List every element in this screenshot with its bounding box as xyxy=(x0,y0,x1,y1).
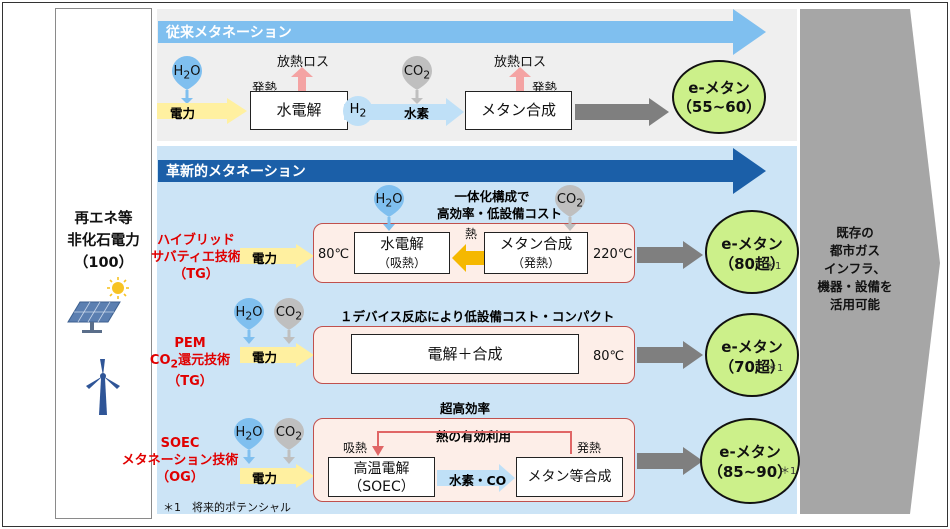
output-arrow-soec xyxy=(637,447,703,475)
soec-power-arrow xyxy=(240,464,314,488)
infra-line-1: 既存の xyxy=(836,225,874,240)
methane-synthesis-box: メタン合成 xyxy=(465,91,572,130)
source-line-1: 再エネ等 xyxy=(74,211,133,227)
soec-methane-box: メタン等合成 xyxy=(516,457,623,497)
hybrid-methane-box: メタン合成 （発熱） xyxy=(484,232,588,274)
wind-turbine-icon xyxy=(86,359,120,415)
pem-note: １デバイス反応により低設備コスト・コンパクト xyxy=(340,309,615,324)
pem-temp: 80℃ xyxy=(593,349,625,364)
conventional-band-label: 従来メタネーション xyxy=(166,25,292,41)
output-arrow-1 xyxy=(575,98,669,126)
innovative-band-label: 革新的メタネーション xyxy=(166,164,306,180)
result-circle-conventional: e-メタン （55~60） xyxy=(672,60,766,134)
soec-footnote-mark: ＊1 xyxy=(780,466,797,477)
hydrogen-arrow xyxy=(344,98,464,126)
power-arrow xyxy=(157,98,247,124)
hybrid-power-label: 電力 xyxy=(252,251,278,266)
infra-line-5: 活用可能 xyxy=(829,297,880,312)
soec-power-label: 電力 xyxy=(252,471,278,486)
heat-loss-arrow-1 xyxy=(291,67,313,91)
innovative-band-arrow xyxy=(158,148,766,194)
pem-power-arrow xyxy=(240,343,314,367)
soec-absorb-label: 吸熱 xyxy=(343,441,368,455)
hydrogen-co-label: 水素・CO xyxy=(449,473,507,488)
pem-co2-drop-icon xyxy=(274,298,304,344)
pem-process-inner: 電解＋合成 xyxy=(351,334,579,374)
soec-tech-label: SOEC メタネーション技術 （OG） xyxy=(121,436,239,485)
pem-water-drop-icon xyxy=(234,298,264,344)
footnote: ＊1 将来的ポテンシャル xyxy=(163,501,291,514)
soec-electrolysis-box: 高温電解 （SOEC） xyxy=(328,457,435,497)
infrastructure-arrow xyxy=(800,9,940,514)
hybrid-note: 一体化構成で 高効率・低設備コスト xyxy=(437,189,563,221)
solar-panel-icon xyxy=(67,277,129,333)
hybrid-co2-drop-icon xyxy=(555,185,585,231)
power-label: 電力 xyxy=(170,106,196,121)
source-line-3: （100） xyxy=(73,255,134,271)
soec-water-drop-icon xyxy=(234,418,264,464)
electrolysis-box: 水電解 xyxy=(250,91,348,130)
result-circle-soec: e-メタン （85~90） xyxy=(700,418,800,504)
water-drop-icon xyxy=(172,56,202,104)
hydrogen-co-arrow xyxy=(437,464,515,492)
heat-label: 熱 xyxy=(465,227,478,241)
source-line-2: 非化石電力 xyxy=(67,233,140,249)
h2-badge: H2 xyxy=(343,96,373,126)
hybrid-tech-label: ハイブリッド サバティエ技術 （TG） xyxy=(151,233,241,282)
soec-emit-label: 発熱 xyxy=(577,441,602,455)
heat-transfer-arrow xyxy=(452,244,486,272)
source-label: 再エネ等 非化石電力 （100） xyxy=(55,208,152,274)
hybrid-temp-left: 80℃ xyxy=(318,247,350,262)
pem-footnote-mark: ＊1 xyxy=(767,363,784,374)
output-arrow-hybrid xyxy=(637,241,703,269)
result-circle-pem: e-メタン （70超） xyxy=(705,313,799,397)
soec-co2-drop-icon xyxy=(274,418,304,464)
hybrid-power-arrow xyxy=(240,244,314,268)
hybrid-water-drop-icon xyxy=(374,185,404,231)
co2-drop-icon xyxy=(402,56,432,104)
heat-loss-label-2: 放熱ロス xyxy=(494,55,547,70)
pem-power-label: 電力 xyxy=(252,350,278,365)
heat-recirculation-arrow xyxy=(372,431,572,456)
infra-line-3: インフラ、 xyxy=(824,261,886,276)
infrastructure-label: 既存の 都市ガス インフラ、 機器・設備を 活用可能 xyxy=(800,224,910,314)
hybrid-electrolysis-box: 水電解 （吸熱） xyxy=(354,232,450,274)
heat-loss-label-1: 放熱ロス xyxy=(277,55,330,70)
pem-tech-label: PEM CO2還元技術 （TG） xyxy=(149,336,231,389)
conventional-band-arrow xyxy=(158,9,766,55)
hybrid-temp-right: 220℃ xyxy=(593,247,633,262)
result-circle-hybrid: e-メタン （80超） xyxy=(705,210,799,294)
heat-loss-arrow-2 xyxy=(509,67,531,91)
left-source-column xyxy=(55,8,152,519)
soec-note: 超高効率 xyxy=(440,401,491,416)
output-arrow-pem xyxy=(637,341,703,369)
infra-line-4: 機器・設備を xyxy=(817,279,893,294)
infra-line-2: 都市ガス xyxy=(829,243,880,258)
hybrid-footnote-mark: ＊1 xyxy=(765,261,782,272)
hydrogen-label: 水素 xyxy=(404,106,430,121)
